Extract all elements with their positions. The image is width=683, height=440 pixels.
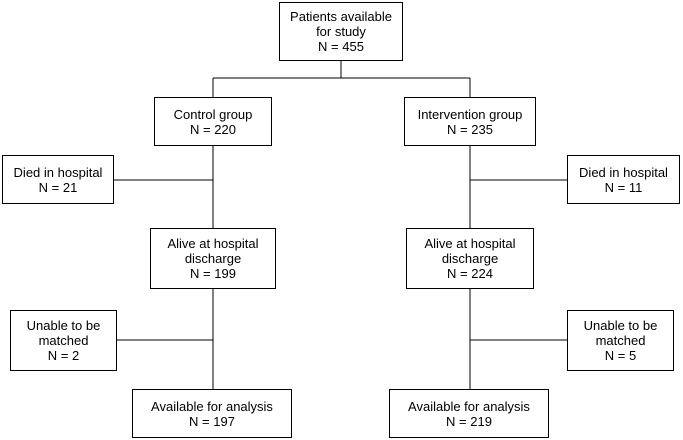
intervention-alive-line-1: Alive at hospital — [424, 236, 516, 251]
control-alive-line-2: discharge — [184, 251, 242, 266]
intervention-group-box: Intervention group N = 235 — [404, 97, 536, 146]
intervention-unmatched-box: Unable to be matched N = 5 — [567, 310, 674, 371]
control-alive-line-1: Alive at hospital — [167, 236, 259, 251]
intervention-unmatched-line-2: matched — [595, 333, 646, 348]
control-group-box: Control group N = 220 — [154, 97, 272, 146]
intervention-alive-line-2: discharge — [441, 251, 499, 266]
control-alive-box: Alive at hospital discharge N = 199 — [150, 228, 276, 289]
intervention-analysis-line-2: N = 219 — [446, 413, 492, 429]
control-died-line-2: N = 21 — [38, 179, 78, 195]
root-box: Patients available for study N = 455 — [279, 2, 403, 61]
intervention-died-line-1: Died in hospital — [579, 164, 668, 180]
control-analysis-line-2: N = 197 — [189, 413, 235, 429]
control-group-line-1: Control group — [173, 106, 253, 122]
root-line-2: for study — [316, 24, 366, 39]
control-group-line-2: N = 220 — [190, 121, 236, 137]
intervention-analysis-box: Available for analysis N = 219 — [389, 389, 549, 438]
intervention-alive-box: Alive at hospital discharge N = 224 — [406, 228, 534, 289]
intervention-group-line-1: Intervention group — [417, 106, 523, 122]
control-died-box: Died in hospital N = 21 — [2, 155, 114, 204]
control-alive-line-3: N = 199 — [190, 266, 236, 281]
control-analysis-line-1: Available for analysis — [151, 398, 273, 414]
root-line-3: N = 455 — [318, 39, 364, 54]
control-unmatched-box: Unable to be matched N = 2 — [10, 310, 117, 371]
control-unmatched-line-3: N = 2 — [47, 348, 80, 363]
control-died-line-1: Died in hospital — [13, 164, 103, 180]
intervention-died-line-2: N = 11 — [604, 179, 643, 195]
control-analysis-box: Available for analysis N = 197 — [132, 389, 292, 438]
intervention-unmatched-line-1: Unable to be — [583, 318, 658, 333]
intervention-group-line-2: N = 235 — [447, 121, 493, 137]
root-line-1: Patients available — [290, 9, 392, 24]
intervention-died-box: Died in hospital N = 11 — [567, 155, 680, 204]
intervention-alive-line-3: N = 224 — [447, 266, 493, 281]
intervention-unmatched-line-3: N = 5 — [604, 348, 637, 363]
intervention-analysis-line-1: Available for analysis — [408, 398, 530, 414]
control-unmatched-line-2: matched — [38, 333, 89, 348]
control-unmatched-line-1: Unable to be — [26, 318, 101, 333]
